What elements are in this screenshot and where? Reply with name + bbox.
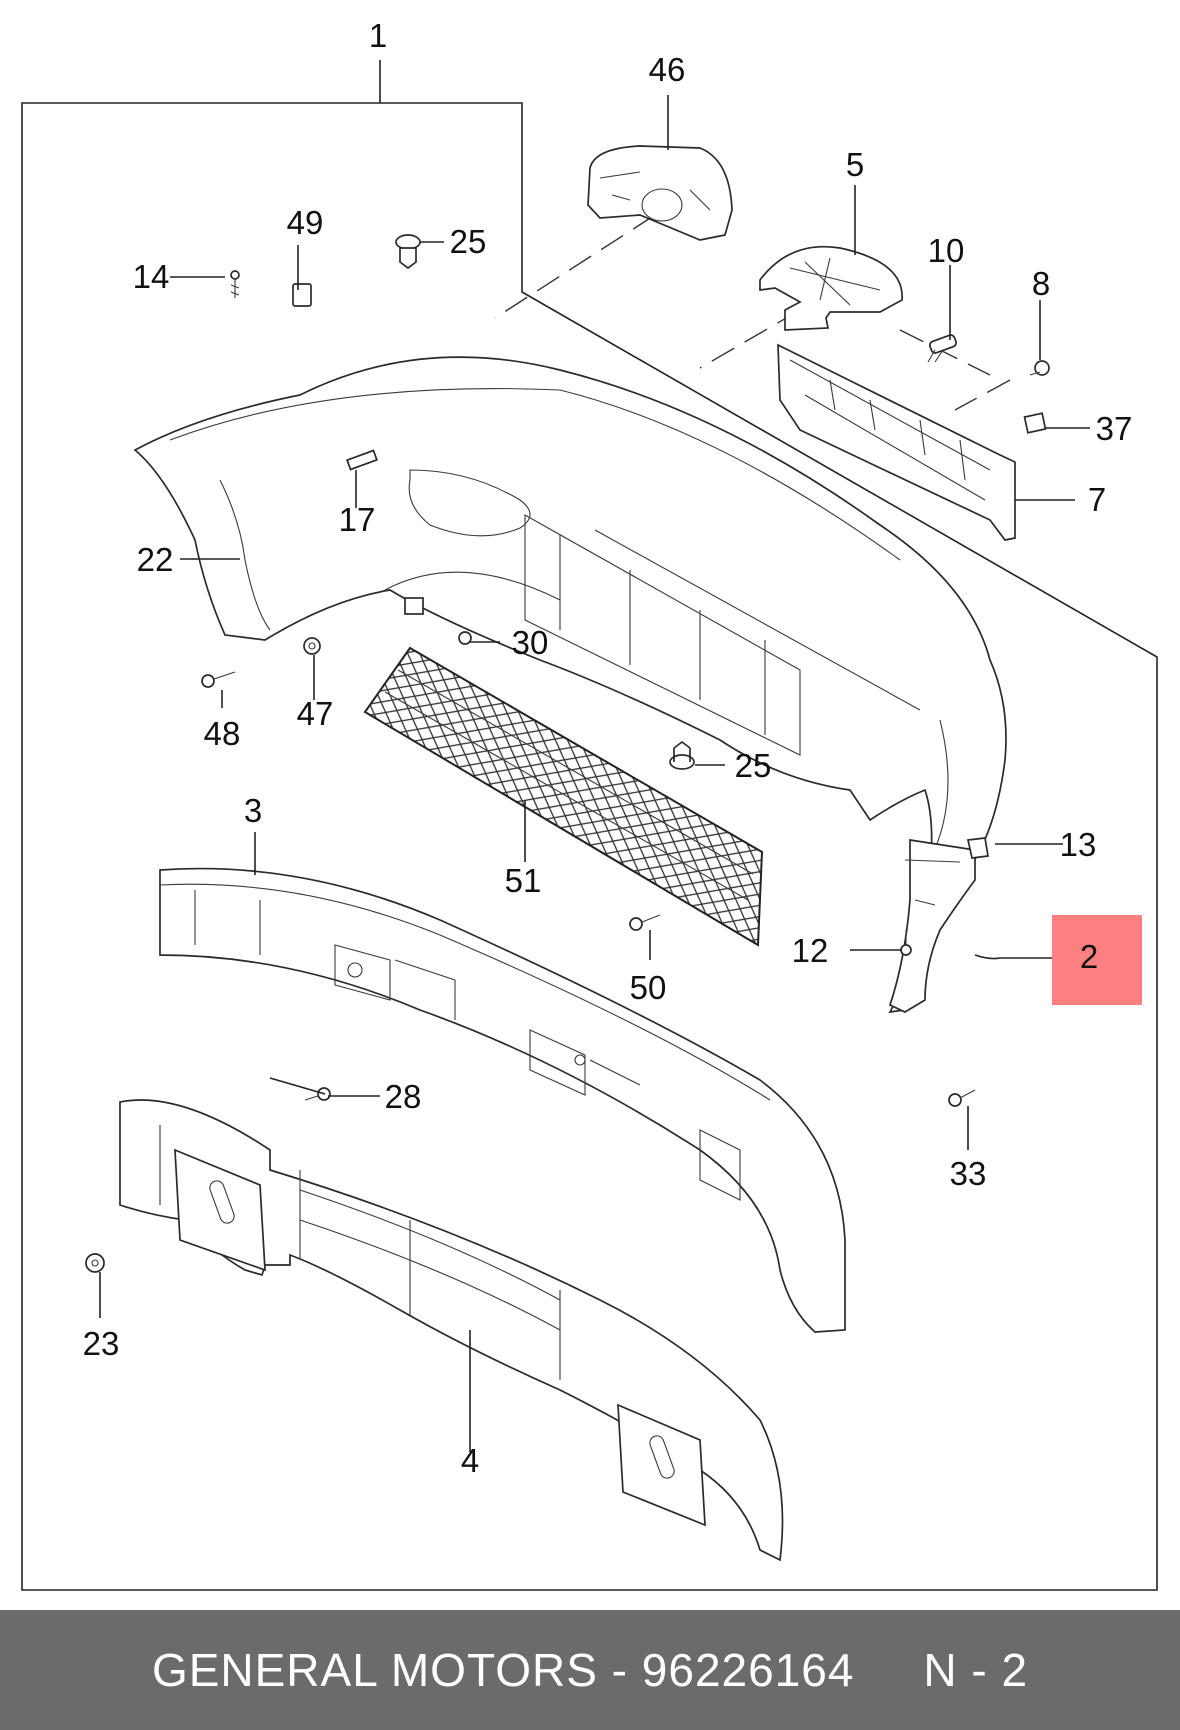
callout-8: 8 <box>1032 265 1050 302</box>
clip-13-part <box>966 837 989 859</box>
callout-12: 12 <box>792 932 829 969</box>
callout-25-mid: 25 <box>735 747 772 784</box>
callout-1: 1 <box>369 17 387 54</box>
pushpin-25a-part <box>395 234 421 270</box>
callout-14: 14 <box>133 258 170 295</box>
leader-lines <box>99 95 1090 1452</box>
nut-23-part <box>85 1253 105 1273</box>
assembly-frame <box>21 60 1158 1591</box>
bumper-beam-part <box>119 1099 784 1562</box>
callout-47: 47 <box>297 695 334 732</box>
grille-mesh-part <box>363 646 764 947</box>
callout-46: 46 <box>649 51 686 88</box>
clip-37-part <box>1023 412 1047 434</box>
callout-33: 33 <box>950 1155 987 1192</box>
callout-2: 2 <box>1080 938 1098 975</box>
assembly-dash-lines <box>494 214 1011 411</box>
bolt-10-part <box>927 334 957 363</box>
callout-10: 10 <box>928 232 965 269</box>
clip-30-part <box>404 597 472 645</box>
clip-49-part <box>292 283 312 307</box>
callout-7: 7 <box>1088 481 1106 518</box>
screw-33-part <box>948 1089 976 1107</box>
energy-absorber-part <box>159 867 846 1333</box>
footer-bar: GENERAL MOTORS - 96226164 N - 2 <box>0 1610 1180 1730</box>
pushpin-25b-part <box>669 740 695 770</box>
clip-17-part <box>346 449 378 471</box>
screw-14-part <box>230 270 240 298</box>
mounting-bracket-part <box>777 343 1016 541</box>
highlight-box-part-2 <box>1052 915 1142 1005</box>
reflector-cover-part <box>759 245 903 331</box>
callout-3: 3 <box>244 792 262 829</box>
callout-5: 5 <box>846 146 864 183</box>
callout-4: 4 <box>461 1442 479 1479</box>
callout-30: 30 <box>512 624 549 661</box>
callout-51: 51 <box>505 862 542 899</box>
screw-48-part <box>201 671 236 688</box>
callout-37: 37 <box>1096 410 1133 447</box>
callout-labels: 1 46 5 49 25 10 8 14 37 7 17 22 30 48 47… <box>83 17 1133 1479</box>
callout-48: 48 <box>204 715 241 752</box>
callout-50: 50 <box>630 969 667 1006</box>
lamp-bracket-part <box>587 145 733 241</box>
callout-22: 22 <box>137 541 174 578</box>
screw-50-part <box>629 914 661 931</box>
bolt-8-part <box>1029 360 1050 376</box>
callout-23: 23 <box>83 1325 120 1362</box>
callout-25-top: 25 <box>450 223 487 260</box>
nut-47-part <box>303 637 321 655</box>
callout-17: 17 <box>339 501 376 538</box>
callout-28: 28 <box>385 1078 422 1115</box>
footer-caption: GENERAL MOTORS - 96226164 N - 2 <box>151 1644 1029 1696</box>
callout-13: 13 <box>1060 826 1097 863</box>
callout-49: 49 <box>287 204 324 241</box>
parts-diagram: 1 46 5 49 25 10 8 14 37 7 17 22 30 48 47… <box>21 17 1158 1591</box>
end-cap-part <box>888 839 976 1013</box>
